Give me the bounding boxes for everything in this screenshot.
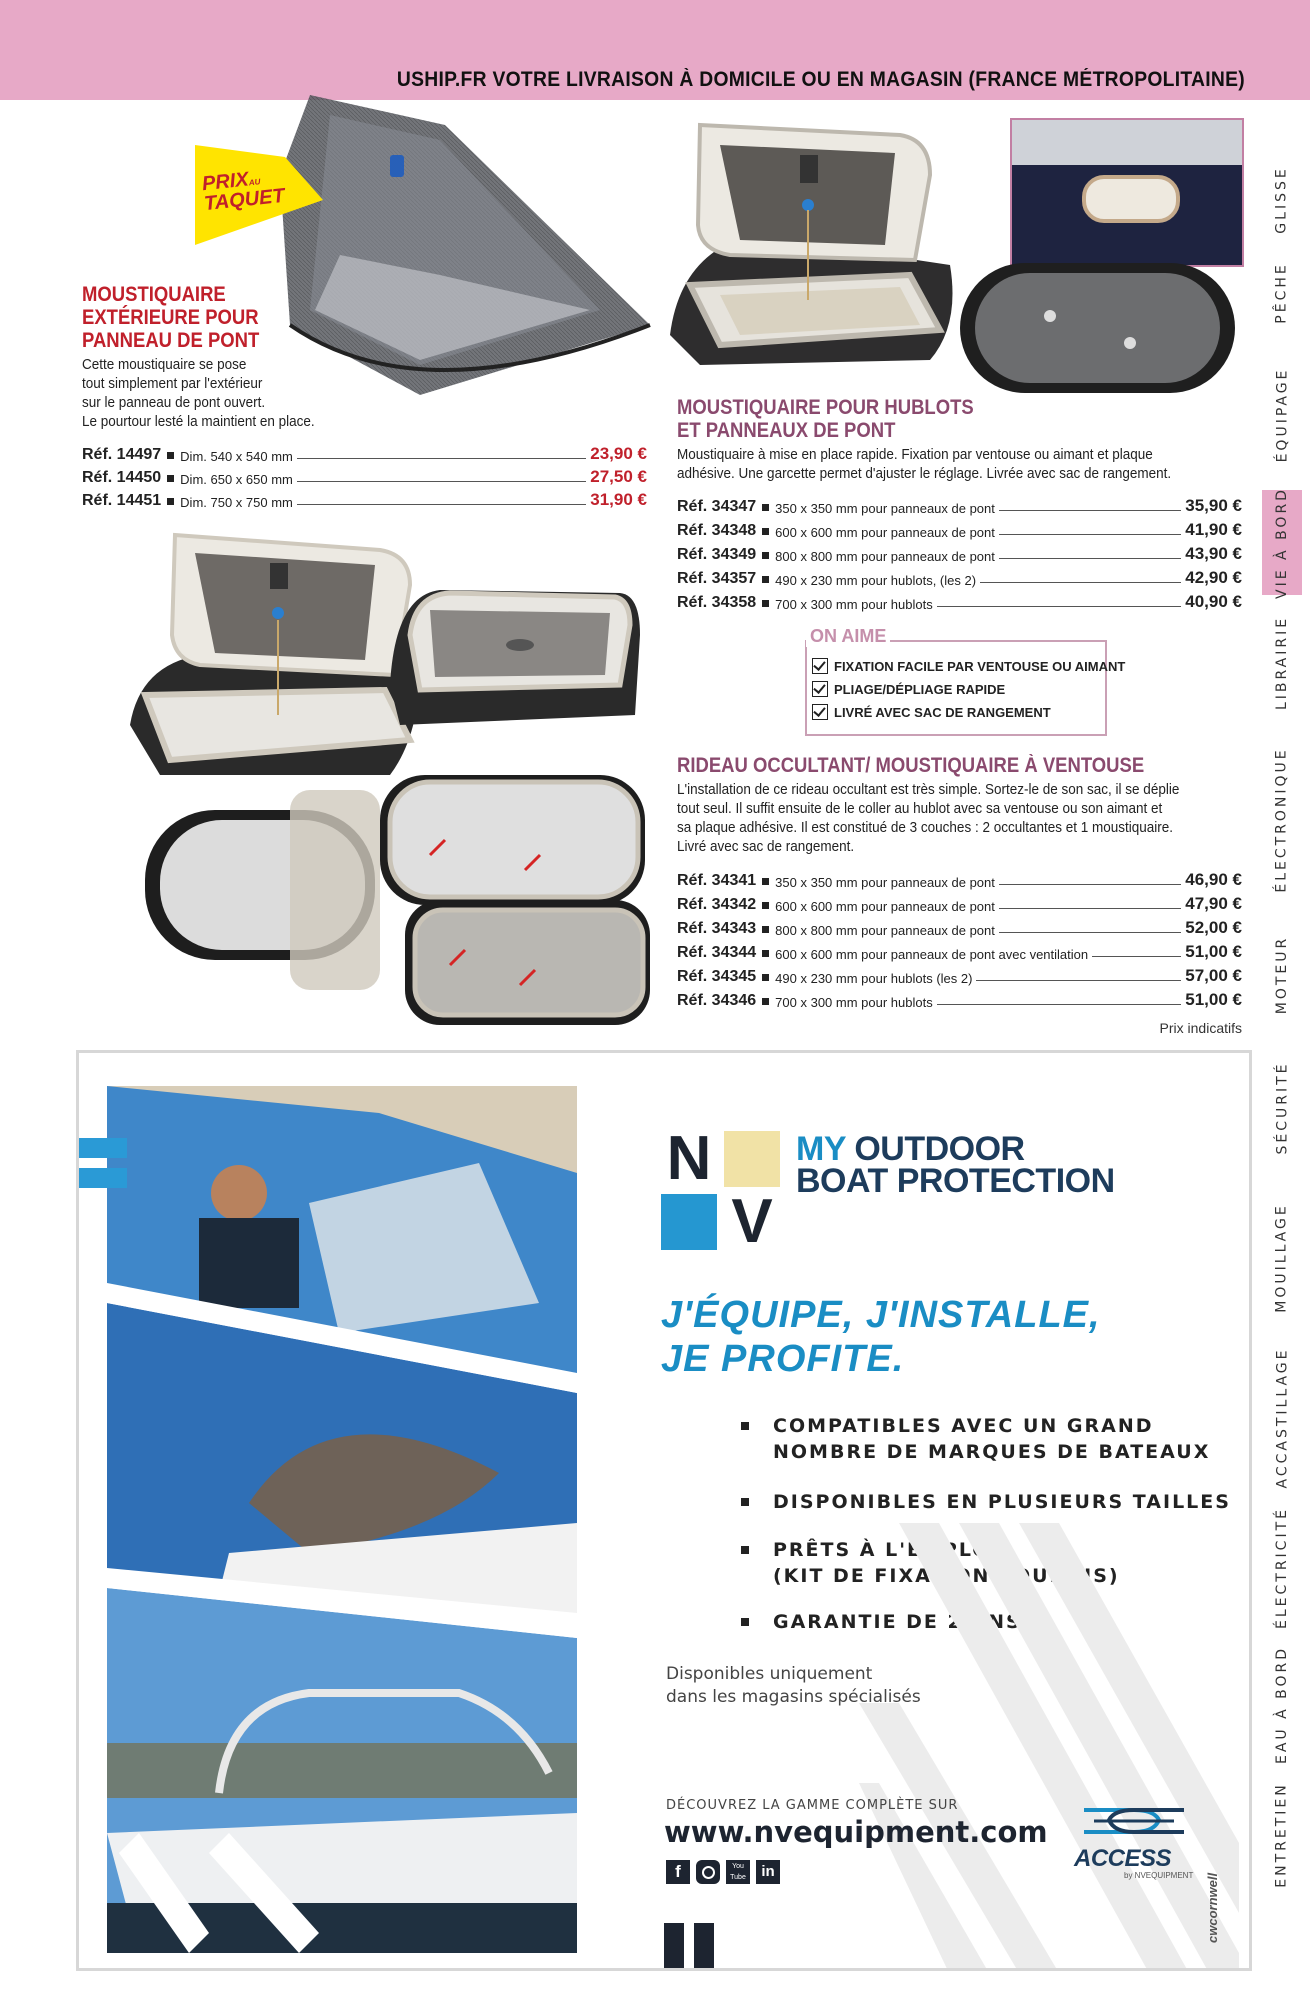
on-aime-item: PLIAGE/DÉPLIAGE RAPIDE <box>812 681 1005 697</box>
ad-brand-name: MY OUTDOOR BOAT PROTECTION <box>796 1130 1115 1200</box>
header-band <box>0 0 1310 100</box>
on-aime-item: LIVRÉ AVEC SAC DE RANGEMENT <box>812 704 1051 720</box>
ad-credit: cwcornwell <box>1205 1872 1220 1943</box>
nv-equipment-ad: N V MY OUTDOOR BOAT PROTECTION J'ÉQUIPE,… <box>76 1050 1252 1971</box>
product2-description: Moustiquaire à mise en place rapide. Fix… <box>677 446 1172 482</box>
checkbox-icon <box>812 704 828 720</box>
hatch-net-image <box>670 122 953 365</box>
access-logo-icon <box>1084 1808 1184 1834</box>
youtube-icon[interactable]: You Tube <box>726 1860 750 1884</box>
side-nav-securite[interactable]: SÉCURITÉ <box>1274 1060 1291 1155</box>
tagline-text: VOTRE LIVRAISON À DOMICILE OU EN MAGASIN… <box>492 68 1245 91</box>
ad-bullet: DISPONIBLES EN PLUSIEURS TAILLES <box>741 1489 1231 1515</box>
side-nav-moteur[interactable]: MOTEUR <box>1274 935 1291 1015</box>
ad-decor-pillar <box>664 1923 684 1968</box>
mosquito-net-image <box>280 95 651 395</box>
on-aime-item: FIXATION FACILE PAR VENTOUSE OU AIMANT <box>812 658 1125 674</box>
ad-discover-label: DÉCOUVREZ LA GAMME COMPLÈTE SUR <box>666 1798 959 1813</box>
ad-accent-bar <box>79 1168 127 1188</box>
header-tagline: USHIP.FR VOTRE LIVRAISON À DOMICILE OU E… <box>100 68 1245 92</box>
on-aime-box <box>805 640 1107 736</box>
curtain-image <box>145 775 650 1025</box>
on-aime-title: ON AIME <box>806 626 891 647</box>
ad-photo-collage <box>107 1086 577 1966</box>
nv-logo-tile <box>724 1131 780 1187</box>
access-logo-text: ACCESS <box>1074 1845 1172 1872</box>
checkbox-icon <box>812 681 828 697</box>
side-nav-equipage[interactable]: ÉQUIPAGE <box>1274 367 1291 463</box>
porthole-net-image <box>960 263 1235 393</box>
nv-logo-v: V <box>731 1187 773 1256</box>
ad-decor-stripes <box>859 1523 1239 1968</box>
side-nav-peche[interactable]: PÊCHE <box>1274 261 1290 324</box>
prix-indicatifs-note: Prix indicatifs <box>1159 1020 1242 1036</box>
side-nav-vie-a-bord[interactable]: VIE À BORD <box>1262 487 1302 598</box>
side-nav-mouillage[interactable]: MOUILLAGE <box>1274 1202 1291 1313</box>
ad-accent-bar <box>79 1138 127 1158</box>
nv-logo-n: N <box>666 1124 712 1193</box>
instagram-icon[interactable] <box>696 1860 720 1884</box>
side-nav-eau-a-bord[interactable]: EAU À BORD <box>1274 1645 1291 1765</box>
product3-description: L'installation de ce rideau occultant es… <box>677 781 1180 855</box>
nv-logo-tile <box>661 1194 717 1250</box>
ad-decor-pillar <box>694 1923 714 1968</box>
side-nav-electricite[interactable]: ÉLECTRICITÉ <box>1274 1506 1291 1629</box>
prix-au-taquet-badge <box>195 145 323 245</box>
facebook-icon[interactable]: f <box>666 1860 690 1884</box>
ad-social-icons: f You Tube in <box>666 1860 780 1884</box>
side-nav-glisse[interactable]: GLISSE <box>1274 166 1290 234</box>
ad-slogan: J'ÉQUIPE, J'INSTALLE,JE PROFITE. <box>661 1294 1101 1380</box>
hatch-screen-image <box>130 532 640 775</box>
side-nav-librairie[interactable]: LIBRAIRIE <box>1274 615 1291 710</box>
linkedin-icon[interactable]: in <box>756 1860 780 1884</box>
access-logo-sub: by NVEQUIPMENT <box>1124 1871 1194 1880</box>
side-nav-accastillage[interactable]: ACCASTILLAGE <box>1274 1347 1291 1488</box>
side-nav: ENTRETIEN EAU À BORD ÉLECTRICITÉ ACCASTI… <box>1262 160 1302 1900</box>
site-name[interactable]: USHIP.FR <box>396 68 487 91</box>
porthole-inset-photo <box>1010 118 1244 267</box>
checkbox-icon <box>812 658 828 674</box>
ad-website-link[interactable]: www.nvequipment.com <box>664 1815 1048 1849</box>
side-nav-electronique[interactable]: ÉLECTRONIQUE <box>1274 747 1290 893</box>
product3-title: RIDEAU OCCULTANT/ MOUSTIQUAIRE À VENTOUS… <box>677 754 1145 777</box>
side-nav-entretien[interactable]: ENTRETIEN <box>1274 1782 1291 1888</box>
